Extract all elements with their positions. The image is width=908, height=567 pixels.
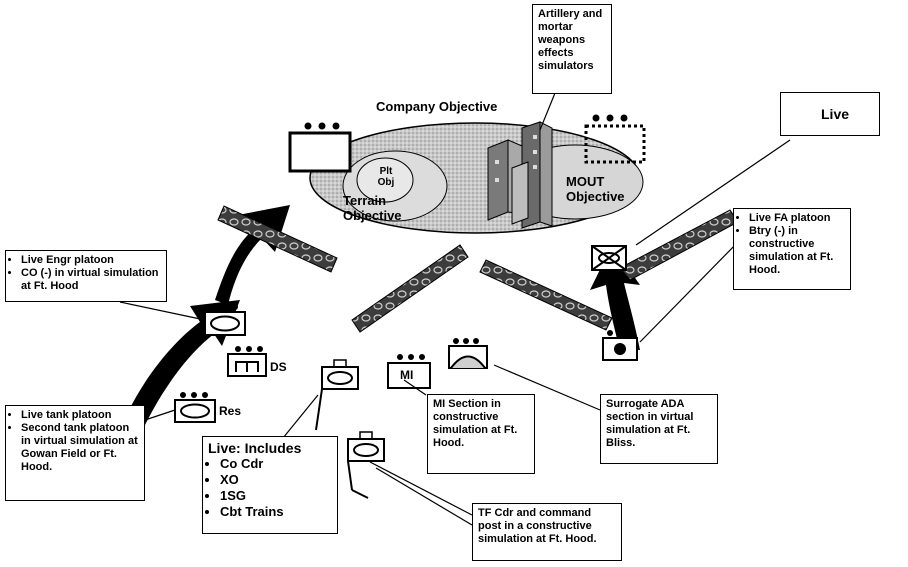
dashed-unit-symbol bbox=[584, 114, 646, 164]
live-includes-item: 1SG bbox=[220, 488, 332, 504]
terrain-label-line2: Objective bbox=[343, 208, 402, 223]
tf-callout: TF Cdr and command post in a constructiv… bbox=[472, 503, 622, 561]
platoon-unit-symbol-top bbox=[288, 122, 352, 173]
fa-callout-item: Btry (-) in constructive simulation at F… bbox=[749, 225, 845, 277]
engr-callout-item: CO (-) in virtual simulation at Ft. Hood bbox=[21, 267, 161, 293]
mout-label-line1: MOUT bbox=[566, 174, 605, 189]
company-objective-label: Company Objective bbox=[376, 99, 498, 114]
tank-callout: Live tank platoon Second tank platoon in… bbox=[5, 405, 145, 501]
live-callout-text: Live bbox=[821, 106, 850, 122]
obstacle-bar-1 bbox=[217, 205, 338, 273]
battery-unit-symbol bbox=[602, 330, 638, 361]
live-includes-item: Cbt Trains bbox=[220, 504, 332, 520]
mout-objective-label: MOUT Objective bbox=[566, 174, 625, 204]
terrain-objective-label: Terrain Objective bbox=[343, 193, 402, 223]
artillery-callout-text: Artillery and mortar weapons effects sim… bbox=[538, 8, 603, 72]
engr-unit-symbol bbox=[204, 304, 246, 336]
tf-hq-unit-symbol bbox=[347, 431, 385, 499]
building-cluster-icon bbox=[487, 121, 553, 229]
engr-callout: Live Engr platoon CO (-) in virtual simu… bbox=[5, 250, 167, 302]
fa-callout-item: Live FA platoon bbox=[749, 212, 845, 225]
mi-section-callout-text: MI Section in constructive simulation at… bbox=[433, 398, 518, 449]
artillery-callout: Artillery and mortar weapons effects sim… bbox=[532, 4, 612, 94]
plt-obj-ellipse bbox=[356, 157, 414, 203]
plt-obj-label: Plt Obj bbox=[376, 166, 396, 188]
live-includes-title: Live: Includes bbox=[208, 440, 302, 456]
ada-unit-symbol bbox=[448, 338, 488, 369]
engr-callout-item: Live Engr platoon bbox=[21, 254, 161, 267]
live-includes-callout: Live: Includes Co Cdr XO 1SG Cbt Trains bbox=[202, 436, 338, 534]
mi-section-callout: MI Section in constructive simulation at… bbox=[427, 394, 535, 474]
mi-symbol-label: MI bbox=[400, 368, 414, 382]
res-label: Res bbox=[219, 404, 242, 418]
tank-callout-item: Live tank platoon bbox=[21, 409, 139, 422]
res-unit-symbol bbox=[174, 392, 216, 423]
plt-obj-label-line1: Plt bbox=[379, 166, 393, 177]
live-includes-item: Co Cdr bbox=[220, 456, 332, 472]
ada-callout-text: Surrogate ADA section in virtual simulat… bbox=[606, 398, 694, 449]
tf-callout-text: TF Cdr and command post in a constructiv… bbox=[478, 507, 597, 545]
obstacle-bar-3 bbox=[479, 259, 613, 331]
ds-label: DS bbox=[270, 360, 287, 374]
co-hq-unit-symbol bbox=[315, 359, 359, 431]
mout-label-line2: Objective bbox=[566, 189, 625, 204]
obstacle-bar-4 bbox=[619, 209, 739, 281]
callout-leaders bbox=[119, 92, 791, 526]
live-callout: Live bbox=[780, 92, 880, 136]
fa-unit-symbol bbox=[591, 245, 627, 271]
ds-unit-symbol bbox=[227, 346, 267, 377]
terrain-label-line1: Terrain bbox=[343, 193, 387, 208]
tank-callout-item: Second tank platoon in virtual simulatio… bbox=[21, 422, 139, 474]
plt-obj-label-line2: Obj bbox=[377, 177, 395, 188]
fa-callout: Live FA platoon Btry (-) in constructive… bbox=[733, 208, 851, 290]
ada-callout: Surrogate ADA section in virtual simulat… bbox=[600, 394, 718, 464]
obstacle-bar-2 bbox=[351, 244, 469, 333]
live-includes-item: XO bbox=[220, 472, 332, 488]
